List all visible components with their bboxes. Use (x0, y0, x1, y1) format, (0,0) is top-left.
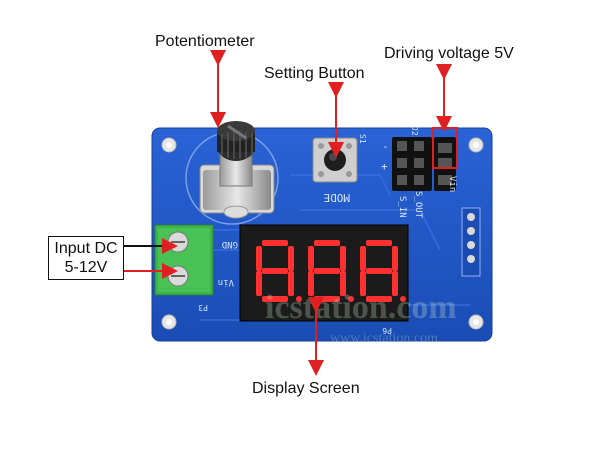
silk-plus: + (381, 160, 388, 173)
digit-1-segment-7 (288, 271, 294, 296)
silk-gnd: GND (222, 239, 238, 249)
digit-1-segment-2 (262, 268, 288, 274)
digit-3-segment-5 (392, 246, 398, 271)
callout-arrows (120, 50, 452, 376)
silkscreen: MODE S1 J2 - + S_IN S_OUT Vin GND Vin P3… (198, 126, 457, 335)
digit-1-segment-3 (262, 296, 288, 302)
silk-s-out: S_OUT (413, 191, 423, 219)
digit-1-segment-5 (288, 246, 294, 271)
digit-1-decimal-point (296, 296, 302, 302)
pin-header-block (392, 137, 432, 191)
mounting-holes (161, 137, 484, 330)
silk-j2: J2 (410, 126, 419, 136)
silk-minus: - (382, 140, 389, 153)
digit-1-segment-4 (256, 246, 262, 271)
digit-3-segment-6 (360, 271, 366, 296)
digit-2-segment-1 (314, 240, 340, 246)
terminal-block (154, 224, 214, 296)
silk-p6: P6 (382, 326, 392, 335)
digit-3-segment-1 (366, 240, 392, 246)
label-setting-button: Setting Button (264, 65, 365, 82)
silk-vin-right: Vin (447, 176, 457, 192)
seven-segment-display (239, 224, 409, 322)
silk-s1: S1 (358, 134, 367, 144)
watermark: icstation.com www.icstation.com (265, 289, 457, 346)
digit-2-segment-5 (340, 246, 346, 271)
label-driving-voltage: Driving voltage 5V (384, 45, 514, 62)
label-display-screen: Display Screen (252, 380, 360, 397)
digit-3-segment-2 (366, 268, 392, 274)
digit-3-segment-3 (366, 296, 392, 302)
digit-2-segment-4 (308, 246, 314, 271)
digit-3-decimal-point (400, 296, 406, 302)
label-input-dc: Input DC 5-12V (48, 236, 124, 280)
digit-2-segment-6 (308, 271, 314, 296)
watermark-url: www.icstation.com (330, 331, 438, 346)
digit-2-segment-2 (314, 268, 340, 274)
watermark-logo: icstation.com (265, 289, 457, 326)
label-input-dc-line2: 5-12V (64, 259, 108, 276)
side-pads (461, 207, 481, 277)
label-potentiometer: Potentiometer (155, 33, 255, 50)
digit-1-segment-1 (262, 240, 288, 246)
digit-2-decimal-point (348, 296, 354, 302)
digit-2-segment-7 (340, 271, 346, 296)
jumper-header (432, 127, 458, 191)
silk-mode: MODE (324, 191, 351, 204)
digit-3-segment-7 (392, 271, 398, 296)
label-input-dc-line1: Input DC (54, 240, 118, 257)
potentiometer-component (185, 121, 279, 225)
silk-p3: P3 (198, 303, 208, 312)
digit-3-segment-4 (360, 246, 366, 271)
silk-s-in: S_IN (397, 196, 407, 218)
silk-vin: Vin (218, 277, 234, 287)
digit-1-segment-6 (256, 271, 262, 296)
